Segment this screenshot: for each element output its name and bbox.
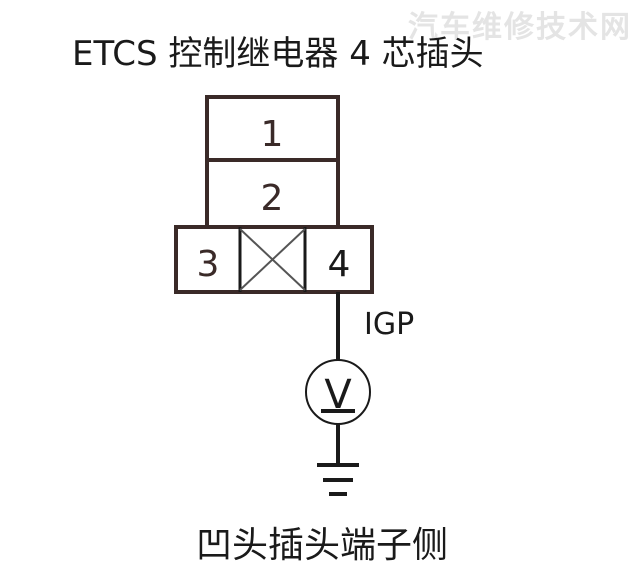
blank-terminal-cross <box>239 228 306 291</box>
terminal-3-label: 3 <box>197 244 220 285</box>
voltmeter-icon: V <box>305 359 371 425</box>
connector-bottom-row <box>174 225 374 294</box>
diagram-title: ETCS 控制继电器 4 芯插头 <box>72 34 484 74</box>
ground-icon <box>317 463 359 496</box>
connector-view-caption: 凹头插头端子侧 <box>196 525 449 566</box>
terminal-2-label: 2 <box>261 178 284 219</box>
wire-label: IGP <box>364 307 414 342</box>
watermark: 汽车维修技术网 <box>408 10 632 45</box>
terminal-1-label: 1 <box>261 114 284 155</box>
terminal-4-label: 4 <box>328 244 351 285</box>
